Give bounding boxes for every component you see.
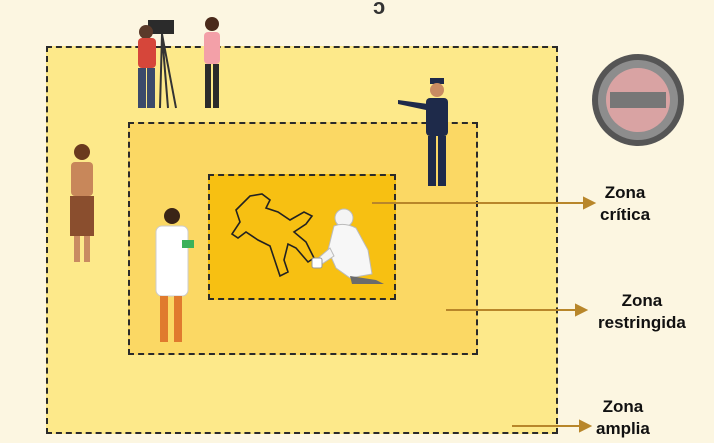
label-restricted-line1: Zona	[598, 290, 686, 312]
label-wide-line2: amplia	[596, 418, 650, 440]
label-zona-amplia: Zona amplia	[596, 396, 650, 440]
label-zona-restringida: Zona restringida	[598, 290, 686, 334]
label-restricted-line2: restringida	[598, 312, 686, 334]
label-wide-line1: Zona	[596, 396, 650, 418]
label-critical-line2: crítica	[600, 204, 650, 226]
label-zona-critica: Zona crítica	[600, 182, 650, 226]
label-critical-line1: Zona	[600, 182, 650, 204]
